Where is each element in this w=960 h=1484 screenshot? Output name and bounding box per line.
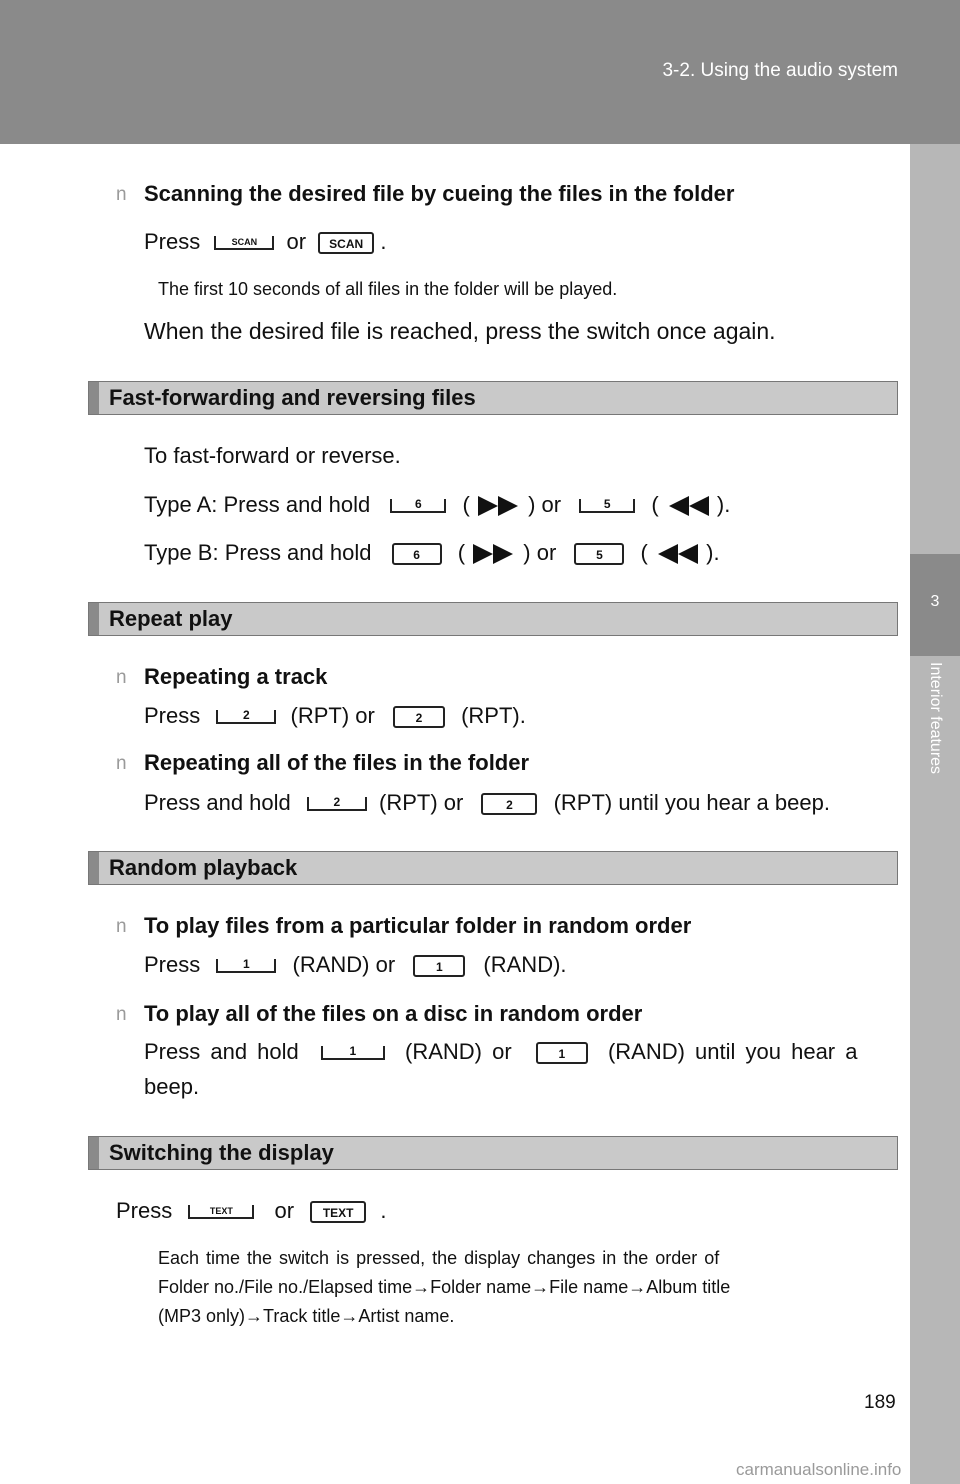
- watermark: carmanualsonline.info: [736, 1460, 902, 1479]
- rand-or-text: (RAND) or: [405, 1039, 512, 1064]
- text-key-box: TEXT: [310, 1201, 367, 1224]
- fast-forward-icon: [473, 544, 514, 565]
- key-1-box: 1: [535, 1042, 588, 1065]
- or-text: or: [274, 1198, 295, 1223]
- random-disc-heading: To play all of the files on a disc in ra…: [144, 1001, 643, 1026]
- repeat-track-heading: Repeating a track: [144, 664, 328, 689]
- display-press-line: Press TEXT or TEXT .: [116, 1198, 386, 1224]
- rewind-icon: [658, 544, 698, 565]
- random-folder-line: Press 1 (RAND) or 1 (RAND).: [144, 952, 567, 978]
- section-bar-ff: Fast-forwarding and reversing files: [88, 381, 898, 415]
- chapter-number: 3: [910, 554, 960, 656]
- key-2-flat: 2: [306, 796, 367, 812]
- page-number: 189: [864, 1392, 896, 1413]
- paren-open: (: [457, 540, 466, 565]
- key-6-box: 6: [391, 543, 442, 566]
- paren-open: (: [640, 540, 648, 565]
- section-title-random: Random playback: [109, 855, 298, 880]
- ff-type-b-line: Type B: Press and hold 6 ( ) or 5 ( ).: [144, 540, 720, 566]
- text-key-flat: TEXT: [188, 1205, 255, 1220]
- section-bar-display: Switching the display: [88, 1136, 898, 1170]
- period-text: .: [380, 1198, 387, 1223]
- scan-heading: Scanning the desired file by cueing the …: [144, 181, 735, 206]
- press-hold-text: Press and hold: [144, 1039, 299, 1064]
- header-band: 3-2. Using the audio system: [0, 0, 960, 144]
- scan-followup: When the desired file is reached, press …: [144, 318, 776, 344]
- rpt-end-text: (RPT).: [461, 703, 526, 728]
- bullet-marker: n: [116, 184, 127, 205]
- scan-press-line: Press SCAN or SCAN .: [144, 229, 386, 255]
- ff-type-a-line: Type A: Press and hold 6 ( ) or 5 ( ).: [144, 492, 730, 518]
- paren-open: (: [462, 492, 470, 517]
- section-bar-random: Random playback: [88, 851, 898, 885]
- header-title: 3-2. Using the audio system: [662, 60, 898, 81]
- chapter-label: Interior features: [927, 662, 944, 775]
- period-text: .: [380, 229, 387, 254]
- side-band-top: [910, 144, 960, 554]
- key-6-flat: 6: [390, 498, 447, 514]
- scan-key-flat: SCAN: [214, 236, 275, 251]
- rand-end-text: (RAND).: [483, 952, 567, 977]
- bullet-marker: n: [116, 916, 127, 937]
- rpt-or-text: (RPT) or: [290, 703, 375, 728]
- scan-note: The first 10 seconds of all files in the…: [158, 279, 618, 299]
- repeat-folder-heading: Repeating all of the files in the folder: [144, 750, 530, 775]
- key-1-box: 1: [413, 955, 466, 978]
- random-folder-heading: To play files from a particular folder i…: [144, 913, 692, 938]
- paren-close-or: ) or: [528, 492, 562, 517]
- paren-close-or: ) or: [523, 540, 557, 565]
- key-1-flat: 1: [320, 1045, 385, 1061]
- key-5-flat: 5: [579, 498, 636, 514]
- paren-close-end: ).: [716, 492, 731, 517]
- fast-forward-icon: [477, 496, 518, 517]
- section-title-repeat: Repeat play: [109, 606, 233, 631]
- section-bar-repeat: Repeat play: [88, 602, 898, 636]
- rand-or-text: (RAND) or: [292, 952, 396, 977]
- key-2-box: 2: [481, 793, 538, 816]
- random-disc-line-2: beep.: [144, 1074, 200, 1099]
- key-5-box: 5: [574, 543, 625, 566]
- repeat-folder-line: Press and hold 2 (RPT) or 2 (RPT) until …: [144, 790, 830, 816]
- bullet-marker: n: [116, 667, 127, 688]
- scan-key-box: SCAN: [318, 232, 375, 255]
- display-note-line-1: Each time the switch is pressed, the dis…: [158, 1248, 720, 1268]
- key-2-box: 2: [392, 706, 445, 729]
- rpt-beep-text: (RPT) until you hear a beep.: [553, 790, 830, 815]
- ff-intro: To fast-forward or reverse.: [144, 443, 401, 468]
- bullet-marker: n: [116, 1004, 127, 1025]
- repeat-track-line: Press 2 (RPT) or 2 (RPT).: [144, 703, 526, 729]
- section-title-display: Switching the display: [109, 1140, 334, 1165]
- rand-beep-text: (RAND) until you hear a: [607, 1039, 858, 1064]
- rpt-or-text: (RPT) or: [379, 790, 464, 815]
- display-note-line-2: Folder no./File no./Elapsed time→Folder …: [158, 1277, 731, 1297]
- display-note-line-3: (MP3 only)→Track title→Artist name.: [158, 1306, 455, 1326]
- press-text: Press: [144, 703, 201, 728]
- key-2-flat: 2: [216, 709, 277, 725]
- side-band-bottom: [910, 656, 960, 1484]
- press-text: Press: [116, 1198, 173, 1223]
- press-text: Press: [144, 952, 201, 977]
- press-text: Press: [144, 229, 201, 254]
- press-hold-text: Press and hold: [144, 790, 291, 815]
- type-b-text: Type B: Press and hold: [144, 540, 372, 565]
- paren-open: (: [651, 492, 659, 517]
- rewind-icon: [668, 496, 709, 517]
- random-disc-line: Press and hold 1 (RAND) or 1 (RAND) unti…: [144, 1039, 857, 1065]
- bullet-marker: n: [116, 753, 127, 774]
- key-1-flat: 1: [216, 958, 277, 974]
- or-text: or: [286, 229, 307, 254]
- paren-close-end: ).: [706, 540, 720, 565]
- type-a-text: Type A: Press and hold: [144, 492, 371, 517]
- section-title-ff: Fast-forwarding and reversing files: [109, 385, 476, 410]
